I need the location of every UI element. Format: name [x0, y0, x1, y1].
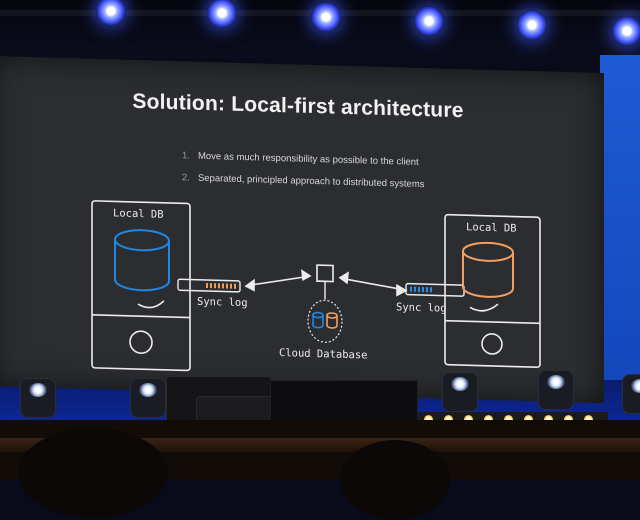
- stage-spotlight: [20, 378, 56, 418]
- stage-light: [612, 16, 640, 46]
- server-node-icon: [316, 264, 334, 283]
- right-sync-log-label: Sync log: [396, 301, 447, 315]
- stage-light: [96, 0, 126, 26]
- right-sync-arrow-icon: [469, 303, 499, 312]
- bidirectional-arrow-icon: [244, 269, 312, 292]
- left-sync-log-icon: [177, 278, 241, 293]
- projection-screen: Solution: Local-first architecture 1. Mo…: [0, 56, 604, 404]
- right-database-icon: [462, 241, 514, 298]
- left-sync-arrow-icon: [137, 300, 165, 309]
- stage-edge: [0, 438, 640, 452]
- stage-spotlight: [442, 372, 478, 412]
- audience-head: [18, 428, 168, 518]
- stage-light: [207, 0, 237, 28]
- left-device-label: Local DB: [113, 207, 164, 221]
- stage-light: [311, 2, 341, 32]
- blue-stage-wall: [600, 55, 640, 415]
- left-database-icon: [114, 229, 170, 292]
- home-button-icon: [129, 330, 153, 354]
- stage-spotlight: [538, 370, 574, 410]
- stage-spotlight: [622, 374, 640, 414]
- right-device-label: Local DB: [466, 221, 517, 235]
- cloud-database-label: Cloud Database: [279, 347, 368, 362]
- cloud-database-icon: [307, 299, 343, 343]
- stage-light: [414, 6, 444, 36]
- audience-head: [340, 440, 450, 520]
- left-device: [91, 200, 191, 372]
- left-sync-log-label: Sync log: [197, 295, 248, 310]
- right-device: [444, 213, 541, 369]
- bidirectional-arrow-icon: [338, 271, 408, 297]
- stage-spotlight: [130, 378, 166, 418]
- architecture-diagram: [91, 200, 541, 372]
- right-sync-log-icon: [405, 282, 465, 297]
- home-button-icon: [481, 333, 503, 355]
- stage-light: [517, 10, 547, 40]
